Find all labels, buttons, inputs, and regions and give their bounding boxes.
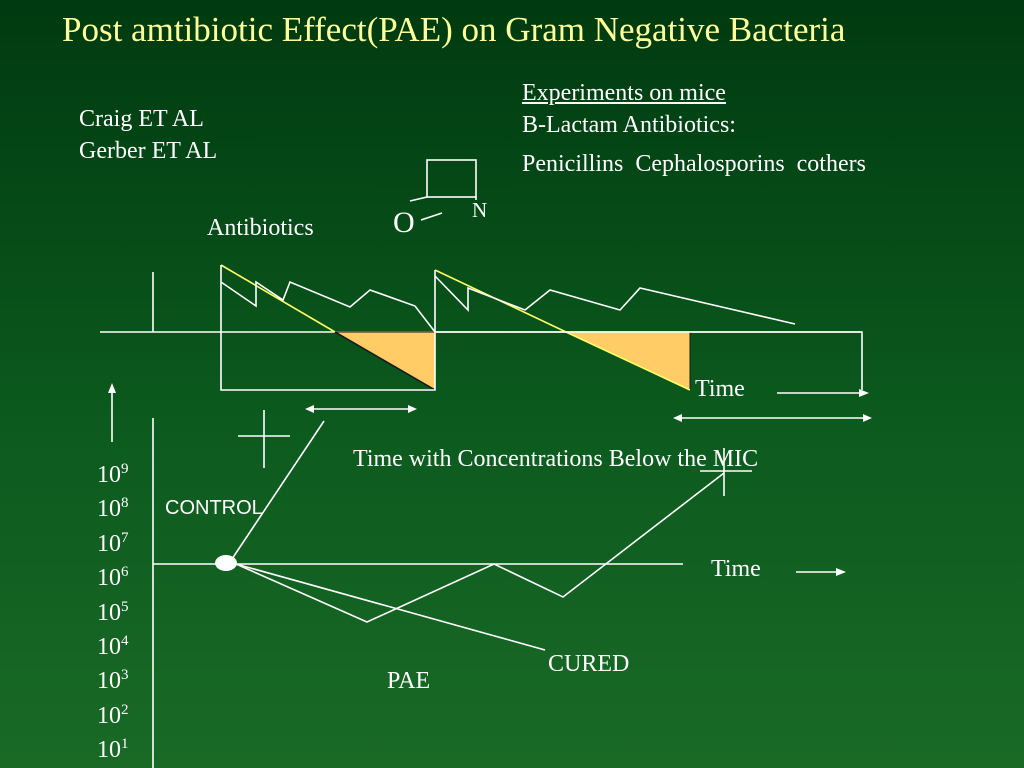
control-label: CONTROL: [165, 497, 263, 519]
log-scale-tick: 107: [97, 529, 129, 557]
log-scale-tick: 104: [97, 632, 129, 660]
bacteria-count-plot: [108, 383, 846, 768]
control-growth-line: [229, 420, 325, 563]
log-scale-tick: 101: [97, 736, 129, 764]
log-scale-tick: 106: [97, 564, 129, 592]
cured-curve: [235, 563, 546, 651]
antibiotic-class-label: B-Lactam Antibiotics:: [522, 112, 736, 138]
author-gerber: Gerber ET AL: [79, 138, 218, 164]
decay-line-below-1: [334, 331, 436, 391]
ring-oxygen-label: O: [393, 206, 415, 239]
start-point-marker: [215, 555, 237, 571]
ring-nitrogen-label: N: [472, 198, 488, 222]
log-scale-labels: 109 108 107 106 105 104 103 102 101: [97, 458, 129, 768]
time-arrow-top-head: [859, 389, 869, 397]
decay-line-below-2: [565, 331, 691, 391]
serum-level-sawtooth-2: [434, 275, 796, 325]
decay-line-1: [220, 264, 336, 333]
time-label-bottom: Time: [711, 556, 761, 582]
concentration-plot: [100, 264, 872, 422]
experiment-heading: Experiments on mice: [522, 80, 726, 106]
log-scale-tick: 103: [97, 667, 129, 695]
cured-label: CURED: [548, 651, 630, 677]
antibiotic-classes: Penicillins Cephalosporins cothers: [522, 151, 866, 177]
pae-label: PAE: [387, 668, 431, 694]
time-arrow-bottom-head: [836, 568, 846, 576]
below-mic-label: Time with Concentrations Below the MIC: [353, 446, 759, 472]
author-craig: Craig ET AL: [79, 106, 204, 132]
dose-envelope: [220, 265, 863, 391]
log-scale-tick: 102: [97, 701, 129, 729]
experiment-info: Experiments on mice B-Lactam Antibiotics…: [522, 78, 866, 186]
antibiotics-label: Antibiotics: [207, 215, 314, 241]
author-list: Craig ET AL Gerber ET AL: [79, 103, 217, 167]
time-label-top: Time: [695, 376, 745, 402]
pae-curve: [235, 472, 725, 623]
beta-lactam-ring-icon: [409, 159, 477, 221]
log-scale-tick: 109: [97, 461, 129, 489]
log-scale-tick: 108: [97, 495, 129, 523]
log-scale-tick: 105: [97, 598, 129, 626]
serum-level-sawtooth-1: [220, 280, 436, 333]
slide-title: Post amtibiotic Effect(PAE) on Gram Nega…: [62, 10, 846, 49]
